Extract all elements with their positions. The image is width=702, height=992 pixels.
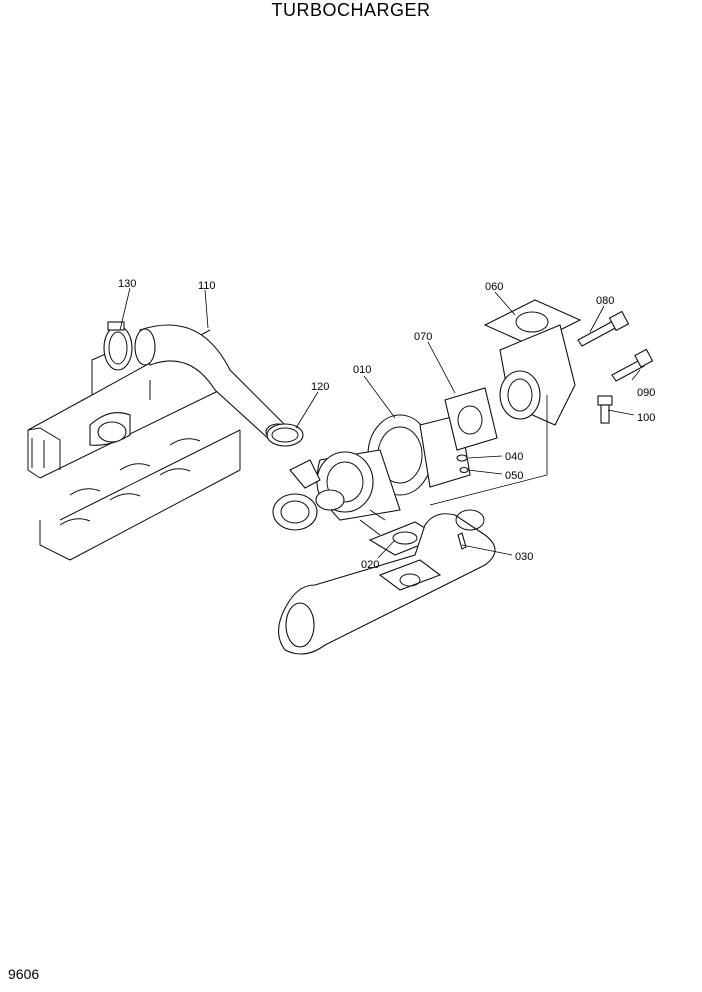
nut-040 bbox=[456, 454, 468, 462]
bolt-090 bbox=[611, 348, 654, 382]
page-number: 9606 bbox=[8, 966, 40, 982]
callout-110: 110 bbox=[198, 280, 216, 292]
page-title: TURBOCHARGER bbox=[271, 0, 431, 20]
leader-lines bbox=[119, 287, 641, 559]
callout-130: 130 bbox=[118, 278, 136, 290]
callout-040: 040 bbox=[505, 451, 523, 463]
callout-050: 050 bbox=[505, 470, 523, 482]
exhaust-manifold bbox=[278, 509, 496, 655]
callout-060: 060 bbox=[485, 281, 503, 293]
turbocharger-010 bbox=[272, 414, 471, 536]
engine-block bbox=[27, 329, 241, 561]
hose-clamp-130 bbox=[103, 321, 133, 371]
exhaust-elbow-060 bbox=[483, 299, 582, 426]
callout-010: 010 bbox=[353, 364, 371, 376]
intake-hose-110 bbox=[134, 324, 291, 441]
callout-120: 120 bbox=[311, 381, 329, 393]
bolt-100 bbox=[597, 395, 613, 424]
callout-100: 100 bbox=[637, 412, 655, 424]
washer-050 bbox=[459, 466, 469, 474]
gasket-070 bbox=[444, 387, 498, 451]
callout-030: 030 bbox=[515, 551, 533, 563]
hose-clamp-120 bbox=[266, 423, 304, 447]
callout-090: 090 bbox=[637, 387, 655, 399]
callout-080: 080 bbox=[596, 295, 614, 307]
callout-070: 070 bbox=[414, 331, 432, 343]
callout-020: 020 bbox=[361, 559, 379, 571]
bolt-080 bbox=[577, 310, 630, 347]
